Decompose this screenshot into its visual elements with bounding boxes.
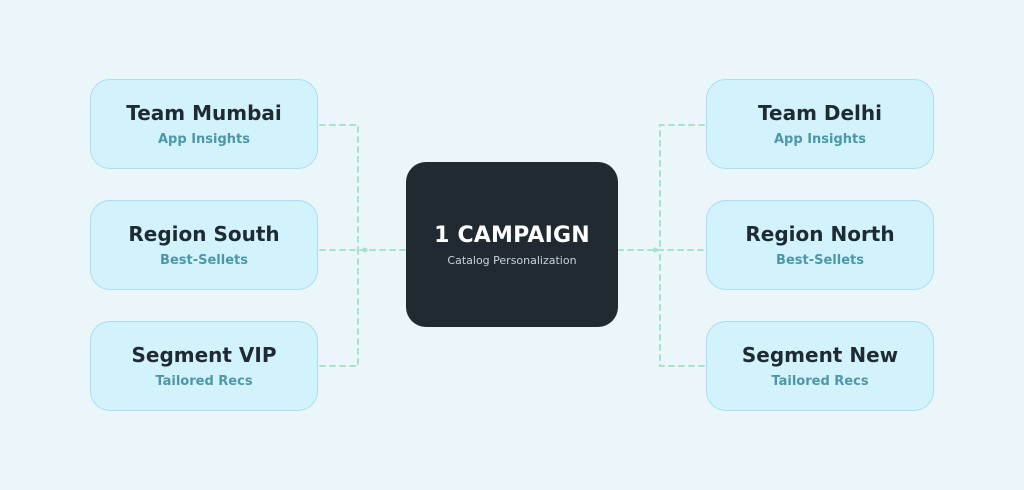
node-subtitle: Best-Sellets bbox=[160, 253, 248, 268]
node-team-mumbai: Team Mumbai App Insights bbox=[90, 79, 318, 169]
node-region-north: Region North Best-Sellets bbox=[706, 200, 934, 290]
node-team-delhi: Team Delhi App Insights bbox=[706, 79, 934, 169]
node-title: Region South bbox=[128, 222, 280, 246]
node-region-south: Region South Best-Sellets bbox=[90, 200, 318, 290]
center-title: 1 CAMPAIGN bbox=[434, 222, 590, 248]
node-subtitle: App Insights bbox=[158, 132, 250, 147]
connector-left-top bbox=[319, 124, 359, 251]
connector-left-junction bbox=[362, 247, 368, 253]
node-subtitle: Tailored Recs bbox=[155, 374, 253, 389]
node-segment-vip: Segment VIP Tailored Recs bbox=[90, 321, 318, 411]
node-segment-new: Segment New Tailored Recs bbox=[706, 321, 934, 411]
connector-right-junction bbox=[652, 247, 658, 253]
node-title: Segment VIP bbox=[131, 343, 277, 367]
center-campaign-node: 1 CAMPAIGN Catalog Personalization bbox=[406, 162, 618, 327]
connector-left-bottom bbox=[319, 249, 359, 367]
node-title: Team Mumbai bbox=[126, 101, 282, 125]
node-subtitle: App Insights bbox=[774, 132, 866, 147]
node-subtitle: Tailored Recs bbox=[771, 374, 869, 389]
connector-right-top bbox=[659, 124, 705, 251]
connector-right-bottom bbox=[659, 249, 705, 367]
node-title: Segment New bbox=[741, 343, 899, 367]
node-subtitle: Best-Sellets bbox=[776, 253, 864, 268]
node-title: Region North bbox=[745, 222, 895, 246]
center-subtitle: Catalog Personalization bbox=[447, 253, 577, 267]
node-title: Team Delhi bbox=[758, 101, 882, 125]
